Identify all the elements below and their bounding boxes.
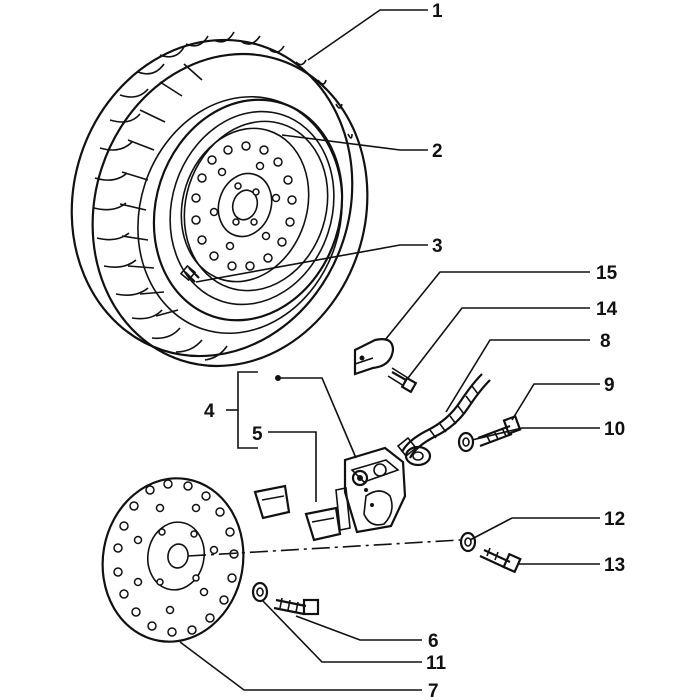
brake-hose — [396, 373, 491, 467]
brake-pads — [253, 484, 342, 542]
wheel-brake-disc — [179, 127, 310, 283]
wheel-rim — [152, 98, 344, 322]
disc-bolt — [273, 597, 320, 616]
disc-washer — [251, 581, 269, 603]
tire — [70, 31, 369, 368]
callout-3: 3 — [432, 236, 443, 257]
callout-1: 1 — [432, 1, 443, 22]
callout-4: 4 — [204, 401, 215, 422]
callout-10: 10 — [604, 419, 625, 440]
caliper-bolt — [479, 547, 522, 574]
caliper-washer — [459, 531, 477, 553]
callout-11: 11 — [426, 653, 447, 674]
callout-4-dot — [275, 375, 281, 381]
leader-lines — [179, 9, 600, 691]
callout-13: 13 — [604, 555, 625, 576]
callout-6: 6 — [428, 631, 439, 652]
clip-screw — [387, 367, 418, 394]
callout-12: 12 — [604, 509, 625, 530]
callout-14: 14 — [596, 299, 618, 320]
brake-disc — [101, 477, 245, 643]
callout-2: 2 — [432, 141, 443, 162]
callout-8: 8 — [600, 331, 611, 352]
callout-5: 5 — [252, 424, 263, 445]
brake-caliper — [335, 446, 407, 534]
callout-7: 7 — [428, 681, 439, 700]
callout-9: 9 — [604, 375, 615, 396]
callout-15: 15 — [596, 263, 618, 284]
hose-clip — [353, 338, 395, 376]
banjo-bolt — [477, 414, 522, 448]
washer — [457, 431, 475, 453]
